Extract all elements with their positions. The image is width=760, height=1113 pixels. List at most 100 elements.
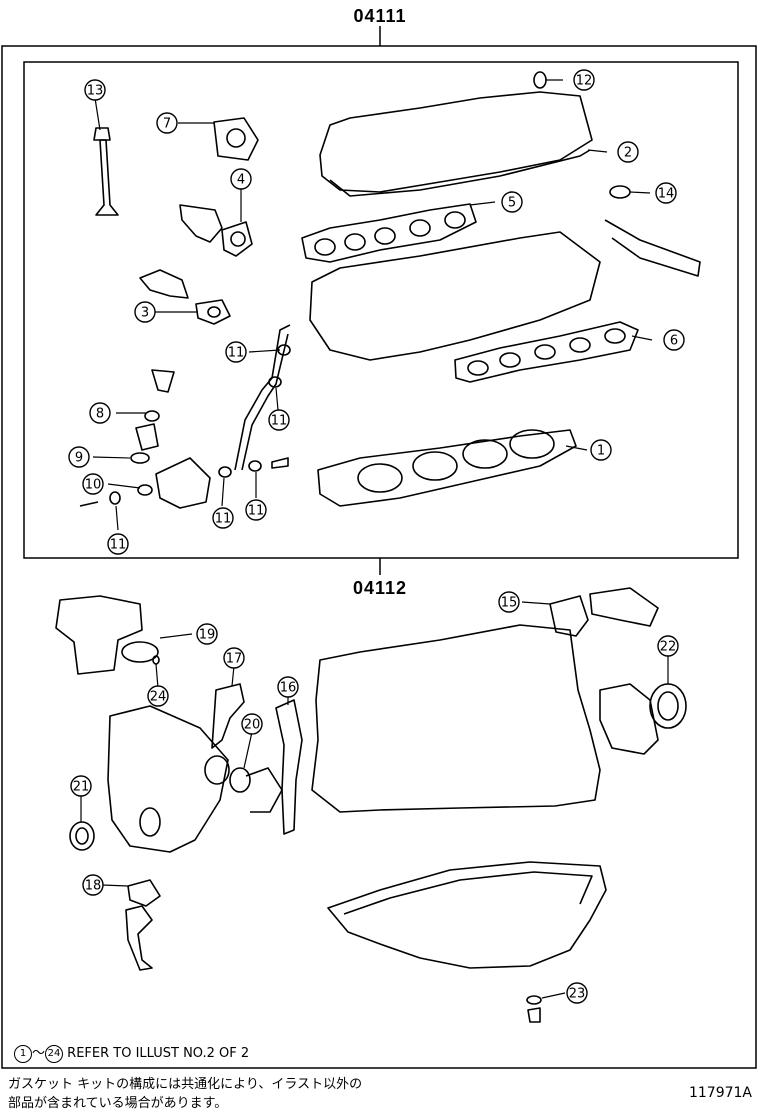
callout-circle	[501, 191, 523, 213]
callout-number: 13	[87, 84, 104, 99]
callout-circle	[89, 402, 111, 424]
drain-gasket-drawing	[526, 995, 542, 1005]
callout-circle	[663, 329, 685, 351]
callout-3: 3	[134, 301, 156, 323]
timing-cover-drawing	[107, 705, 229, 853]
head-gasket-drawing	[317, 429, 577, 507]
callout-number: 1	[597, 444, 605, 459]
lower-kit-number: 04112	[353, 578, 407, 598]
exhaust-pipe-drawing	[604, 219, 701, 277]
callout-number: 15	[501, 596, 518, 611]
callout-1: 1	[590, 439, 612, 461]
callout-number: 18	[85, 879, 102, 894]
callout-number: 10	[85, 478, 102, 493]
callout-19: 19	[196, 623, 218, 645]
valve-drawing	[95, 139, 119, 216]
callout-16: 16	[277, 676, 299, 698]
callout-21: 21	[70, 775, 92, 797]
pump-drawing	[155, 457, 211, 509]
callout-20: 20	[241, 713, 263, 735]
range-end-callout: 24	[45, 1044, 64, 1063]
callout-circle	[566, 982, 588, 1004]
callout-circle	[241, 713, 263, 735]
callout-number: 4	[237, 173, 245, 188]
upper-kit-box	[23, 61, 739, 559]
callout-22: 22	[657, 635, 679, 657]
valve-cover-gasket-drawing	[329, 149, 591, 197]
oil-strainer-gasket-drawing	[127, 879, 161, 907]
callout-circle	[107, 533, 129, 555]
callout-circle	[617, 141, 639, 163]
callout-number: 17	[226, 652, 243, 667]
callout-circle	[230, 168, 252, 190]
callout-7: 7	[156, 112, 178, 134]
callout-number: 7	[163, 117, 171, 132]
callout-number: 22	[660, 640, 677, 655]
callout-11-1: 11	[225, 341, 247, 363]
callout-circle	[225, 341, 247, 363]
callout-18: 18	[82, 874, 104, 896]
range-start-callout: 1	[14, 1044, 32, 1063]
callout-number: 6	[670, 334, 678, 349]
water-inlet-gasket-drawing	[221, 221, 253, 257]
exhaust-gasket-drawing	[454, 321, 639, 383]
callout-number: 3	[141, 306, 149, 321]
callout-number: 8	[96, 407, 104, 422]
cover-gasket-drawing	[275, 699, 303, 835]
callout-number: 11	[271, 414, 288, 429]
callout-number: 11	[215, 512, 232, 527]
callout-circle	[82, 874, 104, 896]
callout-circle	[590, 439, 612, 461]
crank-front-seal-drawing	[69, 821, 95, 851]
callout-circle	[657, 635, 679, 657]
callout-11-5: 11	[107, 533, 129, 555]
figure-id: 117971A	[688, 1085, 752, 1101]
leader-lines	[80, 79, 669, 999]
outer-frame	[1, 45, 757, 1069]
callout-number: 14	[658, 187, 675, 202]
water-pump-gasket-drawing	[549, 595, 589, 637]
callout-6: 6	[663, 329, 685, 351]
callout-5: 5	[501, 191, 523, 213]
callout-24: 24	[147, 685, 169, 707]
japanese-note-line2: 部品が含まれている場合があります。	[8, 1096, 228, 1111]
callout-2: 2	[617, 141, 639, 163]
callout-circle	[655, 182, 677, 204]
callout-circle	[277, 676, 299, 698]
timing-gasket-drawing	[211, 683, 245, 749]
callout-circle	[268, 409, 290, 431]
cylinder-head-drawing	[309, 231, 601, 361]
callout-circle	[498, 591, 520, 613]
callout-circle	[223, 647, 245, 669]
callout-10: 10	[82, 473, 104, 495]
callout-number: 9	[75, 451, 83, 466]
callout-12: 12	[573, 69, 595, 91]
japanese-note: ガスケット キットの構成には共通化により、イラスト以外の 部品が含まれている場合…	[8, 1075, 362, 1113]
callout-8: 8	[89, 402, 111, 424]
callout-circle	[147, 685, 169, 707]
callout-number: 11	[110, 538, 127, 553]
range-tilde: ～	[32, 1046, 46, 1061]
callout-13: 13	[84, 79, 106, 101]
callout-11-3: 11	[212, 507, 234, 529]
callout-number: 23	[569, 987, 586, 1002]
callout-number: 11	[228, 346, 245, 361]
callout-number: 20	[244, 718, 261, 733]
callout-14: 14	[655, 182, 677, 204]
callout-9: 9	[68, 446, 90, 468]
reference-note-text: REFER TO ILLUST NO.2 OF 2	[67, 1046, 250, 1061]
water-outlet-gasket-drawing	[213, 117, 259, 161]
callout-circle	[245, 499, 267, 521]
rear-seal-retainer-drawing	[599, 683, 659, 755]
rear-oil-seal-drawing	[649, 683, 687, 729]
oil-filter-bracket-drawing	[55, 595, 143, 675]
callout-number: 24	[150, 690, 167, 705]
callout-circle	[212, 507, 234, 529]
callout-17: 17	[223, 647, 245, 669]
callout-circle	[70, 775, 92, 797]
injector-drawing	[151, 369, 175, 393]
oil-pan-drawing	[327, 861, 607, 969]
reference-note: 1～24 REFER TO ILLUST NO.2 OF 2	[14, 1042, 249, 1063]
callout-circle	[68, 446, 90, 468]
